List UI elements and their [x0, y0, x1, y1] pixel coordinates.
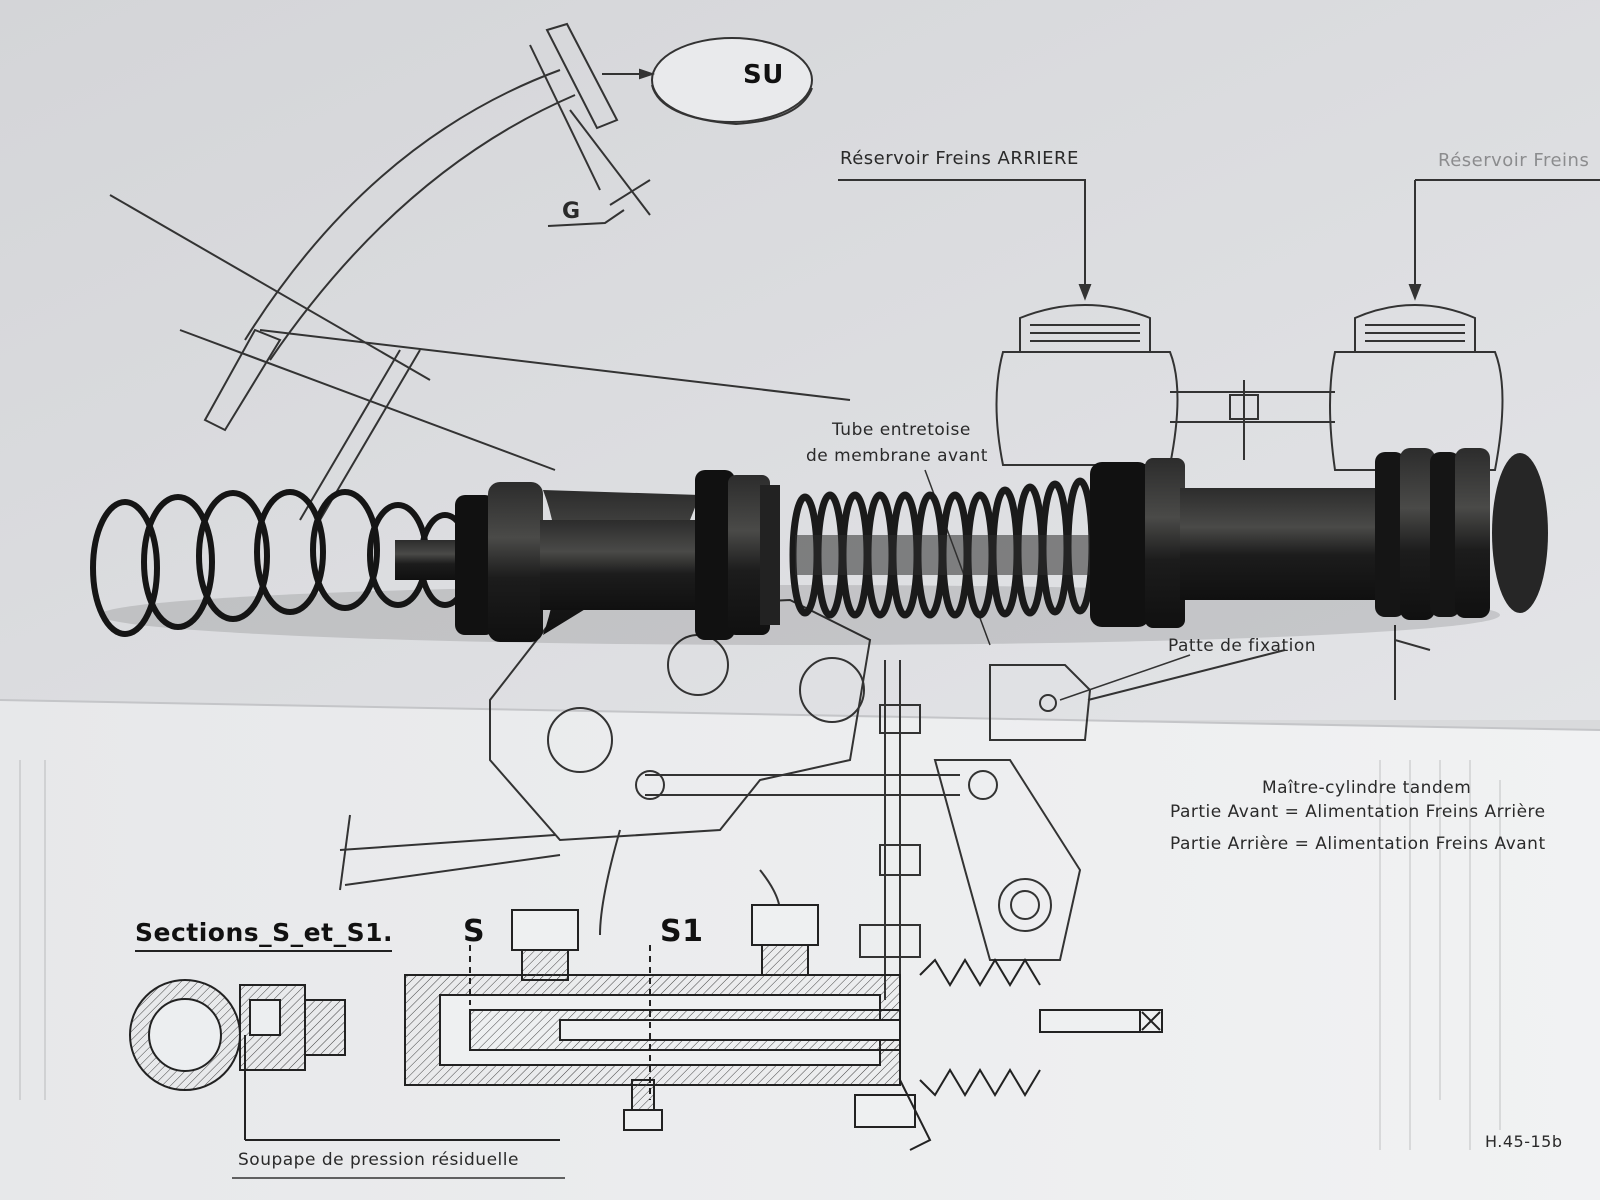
- reservoir-right-label: Réservoir Freins: [1438, 150, 1590, 171]
- sections-heading: Sections_S_et_S1.: [135, 918, 393, 947]
- partie-arriere-line: Partie Arrière = Alimentation Freins Ava…: [1170, 834, 1546, 854]
- reservoirs-drawing: [838, 179, 1600, 741]
- g-dimension-label: G: [562, 199, 581, 224]
- section-s-marker: S: [463, 914, 486, 949]
- eye-fitting-section: [129, 979, 560, 1141]
- su-label: SU: [743, 60, 784, 90]
- section-s1-marker: S1: [660, 914, 704, 949]
- pedal-drawing: [109, 22, 851, 521]
- patte-de-fixation-label: Patte de fixation: [1168, 636, 1317, 656]
- drawing-reference: H.45-15b: [1485, 1132, 1563, 1151]
- section-lines: [469, 945, 651, 1100]
- partie-avant-line: Partie Avant = Alimentation Freins Arriè…: [1170, 802, 1546, 822]
- tube-entretoise-label-line2: de membrane avant: [806, 446, 988, 466]
- tube-entretoise-label-line1: Tube entretoise: [832, 420, 971, 440]
- drawing-title: Maître-cylindre tandem: [1262, 778, 1472, 798]
- soupape-label: Soupape de pression résiduelle: [238, 1150, 519, 1170]
- master-cylinder-section: [404, 904, 1163, 1151]
- master-cylinder-piston-assembly: [90, 448, 1548, 645]
- bleed-through-text: [19, 760, 1501, 1150]
- reservoir-arriere-label: Réservoir Freins ARRIERE: [840, 148, 1079, 169]
